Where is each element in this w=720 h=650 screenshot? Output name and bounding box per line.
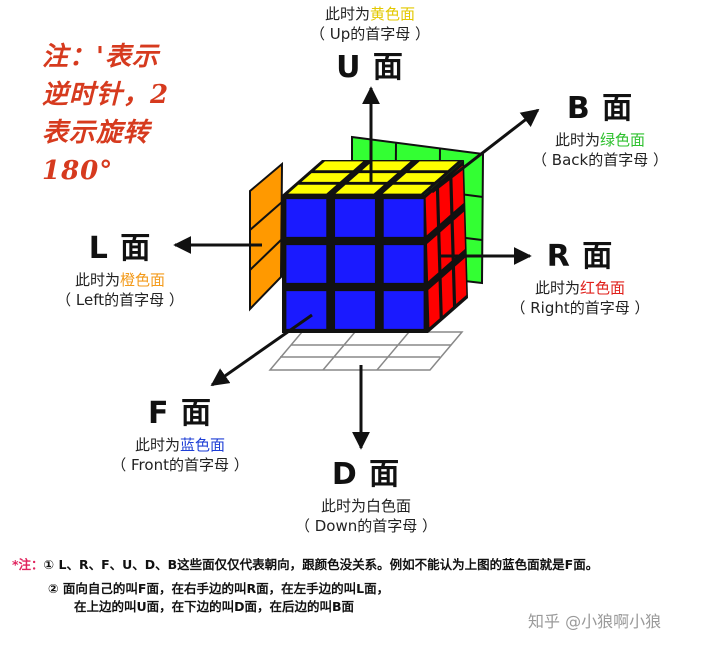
right-sticker (451, 164, 465, 214)
face-label-up: 此时为黄色面 （ Up的首字母 ） U 面 (270, 4, 470, 85)
face-front-color-name: 蓝色面 (180, 436, 226, 454)
face-left-prefix: 此时为 (74, 271, 120, 289)
face-front-title: F 面 (148, 396, 212, 431)
note-line-2: 逆时针，2 (42, 80, 170, 110)
face-label-left: L 面 此时为橙色面 （ Left的首字母 ） (20, 232, 220, 311)
face-back-prefix: 此时为 (554, 131, 600, 149)
face-right-title: R 面 (546, 239, 614, 274)
top-sticker (360, 160, 413, 172)
face-left-subtitle: （ Left的首字母 ） (56, 291, 184, 309)
right-sticker (452, 210, 466, 260)
right-sticker (427, 279, 441, 329)
front-sticker (334, 244, 376, 284)
note-line-3: 表示旋转 (42, 118, 151, 148)
footnote: *注：① L、R、F、U、D、B这些面仅仅代表朝向，跟颜色没关系。例如不能认为上… (12, 556, 598, 616)
front-sticker (334, 198, 376, 238)
face-front-subtitle: （ Front的首字母 ） (111, 456, 249, 474)
face-down-subtitle: （ Down的首字母 ） (294, 517, 438, 535)
front-sticker (285, 290, 328, 330)
face-back-subtitle: （ Back的首字母 ） (532, 151, 668, 169)
face-label-front: F 面 此时为蓝色面 （ Front的首字母 ） (80, 397, 280, 476)
handwritten-note: 注：'表示 逆时针，2 表示旋转 180° (42, 38, 212, 190)
face-left-title: L 面 (88, 231, 152, 266)
footnote-item-2b: 在上边的叫U面，在下边的叫D面，在后边的叫B面 (74, 599, 355, 614)
face-back-title: B 面 (566, 91, 634, 126)
right-sticker (440, 267, 454, 318)
note-line-1: 注：'表示 (42, 42, 159, 72)
footnote-marker: *注： (12, 557, 44, 572)
face-down-prefix: 此时为 (320, 497, 366, 515)
top-sticker (381, 183, 433, 195)
face-back-color-name: 绿色面 (600, 131, 646, 149)
face-front-prefix: 此时为 (134, 436, 180, 454)
face-up-subtitle: （ Up的首字母 ） (309, 25, 431, 43)
front-sticker (285, 198, 328, 238)
down-face-panel (268, 331, 464, 371)
top-sticker (394, 172, 447, 183)
front-sticker (382, 290, 425, 330)
face-right-color-name: 红色面 (580, 279, 626, 297)
front-sticker (285, 244, 328, 284)
cube (282, 160, 468, 333)
footnote-item-2: ② 面向自己的叫F面，在右手边的叫R面，在左手边的叫L面， (48, 581, 390, 596)
face-label-right: R 面 此时为红色面 （ Right的首字母 ） (480, 240, 680, 319)
face-up-color-name: 黄色面 (370, 5, 416, 23)
note-line-4: 180° (42, 156, 114, 186)
arrow-front (210, 313, 313, 387)
face-right-prefix: 此时为 (534, 279, 580, 297)
left-face-panel (249, 161, 284, 312)
watermark: 知乎 @小狼啊小狼 (528, 612, 662, 631)
top-sticker (407, 160, 460, 172)
face-label-back: B 面 此时为绿色面 （ Back的首字母 ） (490, 92, 710, 171)
top-sticker (286, 183, 339, 195)
face-left-color-name: 橙色面 (120, 271, 166, 289)
face-up-title: U 面 (336, 50, 404, 85)
face-up-prefix: 此时为 (324, 5, 370, 23)
arrow-back (431, 108, 540, 194)
top-sticker (299, 172, 352, 183)
right-sticker (439, 221, 453, 272)
top-sticker (313, 160, 365, 172)
front-sticker (382, 244, 425, 284)
front-sticker (382, 198, 425, 238)
right-sticker (426, 233, 440, 283)
face-right-subtitle: （ Right的首字母 ） (510, 299, 650, 317)
top-sticker (333, 183, 386, 195)
face-down-color-name: 白色面 (366, 497, 412, 515)
top-sticker (347, 172, 399, 183)
face-down-title: D 面 (331, 457, 401, 492)
footnote-item-1: ① L、R、F、U、D、B这些面仅仅代表朝向，跟颜色没关系。例如不能认为上图的蓝… (43, 557, 599, 572)
right-sticker (454, 256, 468, 306)
face-label-down: D 面 此时为白色面 （ Down的首字母 ） (266, 458, 466, 537)
front-sticker (334, 290, 376, 330)
